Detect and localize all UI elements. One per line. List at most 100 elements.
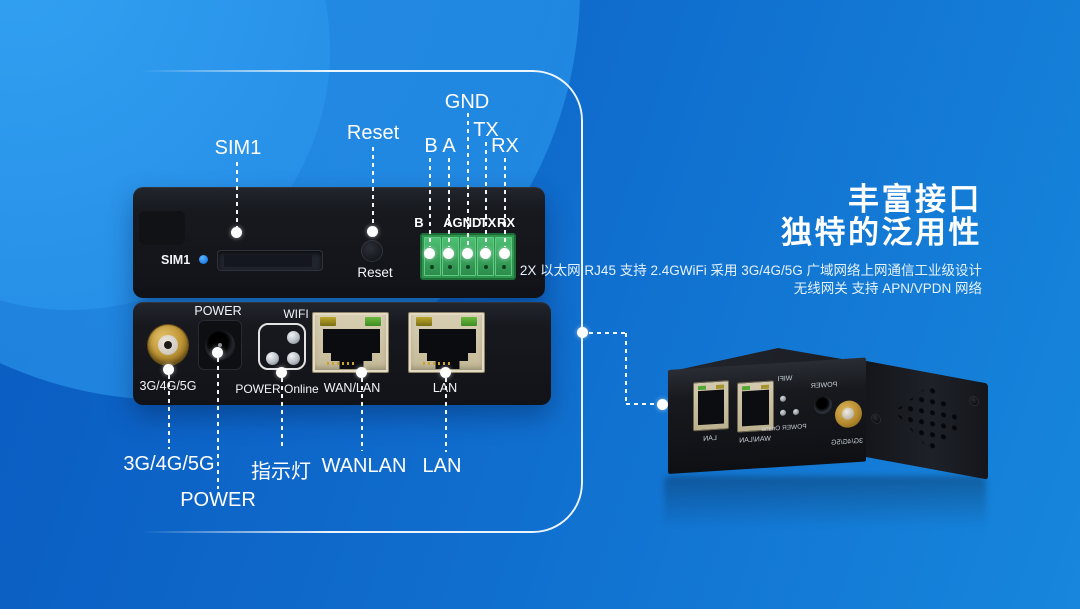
callout-dot-a — [443, 248, 454, 259]
product-power-jack — [814, 395, 832, 415]
pin-label-b: B — [414, 215, 424, 230]
callout-line-indicator — [281, 378, 283, 450]
rj45-pins — [423, 362, 452, 365]
lan-port — [408, 312, 485, 373]
callout-label-indicator: 指示灯 — [251, 461, 311, 483]
headline-line2: 独特的泛用性 — [781, 215, 982, 250]
product-side-face — [866, 361, 988, 480]
callout-label-reset: Reset — [346, 122, 400, 144]
port-led — [698, 385, 706, 391]
callout-dot-reset — [367, 226, 378, 237]
rounded-frame-line — [140, 70, 583, 533]
port-led — [761, 384, 769, 390]
led-cluster — [258, 323, 306, 370]
connector-dot-product — [657, 399, 668, 410]
panel-recess — [139, 211, 185, 245]
wifi-led-label: WIFI — [283, 307, 309, 321]
antenna-connector-hole — [164, 341, 172, 349]
sim-slot-label: SIM1 — [161, 253, 191, 267]
online-led — [287, 352, 300, 365]
pin-label-rx: RX — [496, 215, 516, 230]
callout-line-gnd — [467, 113, 469, 247]
pin-label-tx: TX — [479, 215, 497, 230]
wifi-led — [287, 331, 300, 344]
port-link-led-green — [365, 317, 381, 326]
port-activity-led-yellow — [320, 317, 336, 326]
sim-led — [199, 255, 208, 264]
callout-line-antenna — [168, 375, 170, 449]
product-wifi-label: WIFI — [777, 375, 793, 384]
callout-dot-rx — [499, 248, 510, 259]
rj45-opening — [698, 389, 724, 426]
headline-line1: 丰富接口 — [848, 182, 982, 217]
connector-line-h1 — [589, 332, 627, 334]
description-line2: 无线网关 支持 APN/VPDN 网络 — [793, 280, 982, 296]
callout-label-antenna: 3G/4G/5G — [123, 453, 215, 475]
antenna-port-label: 3G/4G/5G — [133, 379, 203, 393]
product-reflection — [664, 476, 986, 542]
product-power-label: POWER — [810, 381, 838, 391]
callout-label-sim1: SIM1 — [214, 137, 262, 159]
device-bottom-panel: 3G/4G/5G POWER WIFI POWER Online WAN/LAN… — [133, 302, 551, 405]
callout-dot-tx — [480, 248, 491, 259]
power-jack — [198, 320, 242, 370]
connector-line-v — [625, 333, 627, 404]
product-lan-label: LAN — [703, 434, 717, 443]
callout-dot-gnd — [462, 248, 473, 259]
product-photo: WIFI POWER Online POWER 3G/4G/5G LAN WAN… — [660, 340, 990, 560]
callout-dot-power — [212, 347, 223, 358]
callout-dot-wanlan — [356, 367, 367, 378]
screw — [970, 396, 978, 406]
callout-label-b: B — [424, 135, 438, 157]
headline-block: 丰富接口 独特的泛用性 2X 以太网 RJ45 支持 2.4GWiFi 采用 3… — [520, 183, 982, 297]
callout-label-power: POWER — [180, 489, 256, 511]
callout-line-reset — [372, 147, 374, 226]
callout-label-rx: RX — [491, 135, 519, 157]
product-lan-port — [693, 380, 729, 432]
callout-line-wanlan — [361, 378, 363, 451]
reset-button — [361, 240, 383, 262]
callout-line-lan — [445, 378, 447, 452]
port-led — [742, 385, 750, 391]
screw — [872, 414, 880, 424]
wan-port-label: WAN/LAN — [323, 381, 381, 395]
callout-line-a — [448, 158, 450, 247]
callout-line-sim1 — [236, 162, 238, 227]
callout-line-b — [429, 158, 431, 247]
sim-slot-opening — [224, 255, 312, 267]
power-led — [266, 352, 279, 365]
callout-label-a: A — [442, 135, 456, 157]
wan-lan-port — [312, 312, 389, 373]
device-top-panel: SIM1 Reset B A GND TX RX — [133, 187, 545, 298]
callout-dot-indicator — [276, 367, 287, 378]
callout-dot-lan — [440, 367, 451, 378]
callout-dot-b — [424, 248, 435, 259]
product-wan-label: WAN/LAN — [739, 435, 771, 445]
callout-label-lan: LAN — [422, 455, 462, 477]
reset-button-label: Reset — [357, 265, 393, 280]
callout-label-gnd: GND — [444, 91, 490, 113]
connector-dot-frame — [577, 327, 588, 338]
port-activity-led-yellow — [416, 317, 432, 326]
callout-line-power — [217, 358, 219, 489]
product-led — [780, 395, 786, 402]
description-line1: 2X 以太网 RJ45 支持 2.4GWiFi 采用 3G/4G/5G 广域网络… — [519, 263, 982, 278]
description: 2X 以太网 RJ45 支持 2.4GWiFi 采用 3G/4G/5G 广域网络… — [520, 262, 982, 297]
power-jack-pin — [218, 343, 222, 347]
callout-line-tx — [485, 142, 487, 247]
callout-dot-antenna — [163, 364, 174, 375]
product-front-face: WIFI POWER Online POWER 3G/4G/5G LAN WAN… — [668, 357, 866, 474]
antenna-connector — [148, 325, 188, 365]
product-led — [793, 408, 799, 416]
callout-dot-sim1 — [231, 227, 242, 238]
rj45-pins — [327, 362, 356, 365]
connector-line-h2 — [626, 403, 659, 405]
rj45-opening — [742, 389, 769, 427]
callout-label-wanlan: WANLAN — [321, 455, 407, 477]
ventilation-holes — [894, 378, 966, 457]
power-jack-label: POWER — [194, 304, 242, 318]
sim-card-slot — [217, 250, 323, 271]
product-antenna-connector — [835, 399, 862, 429]
callout-line-rx — [504, 158, 506, 247]
